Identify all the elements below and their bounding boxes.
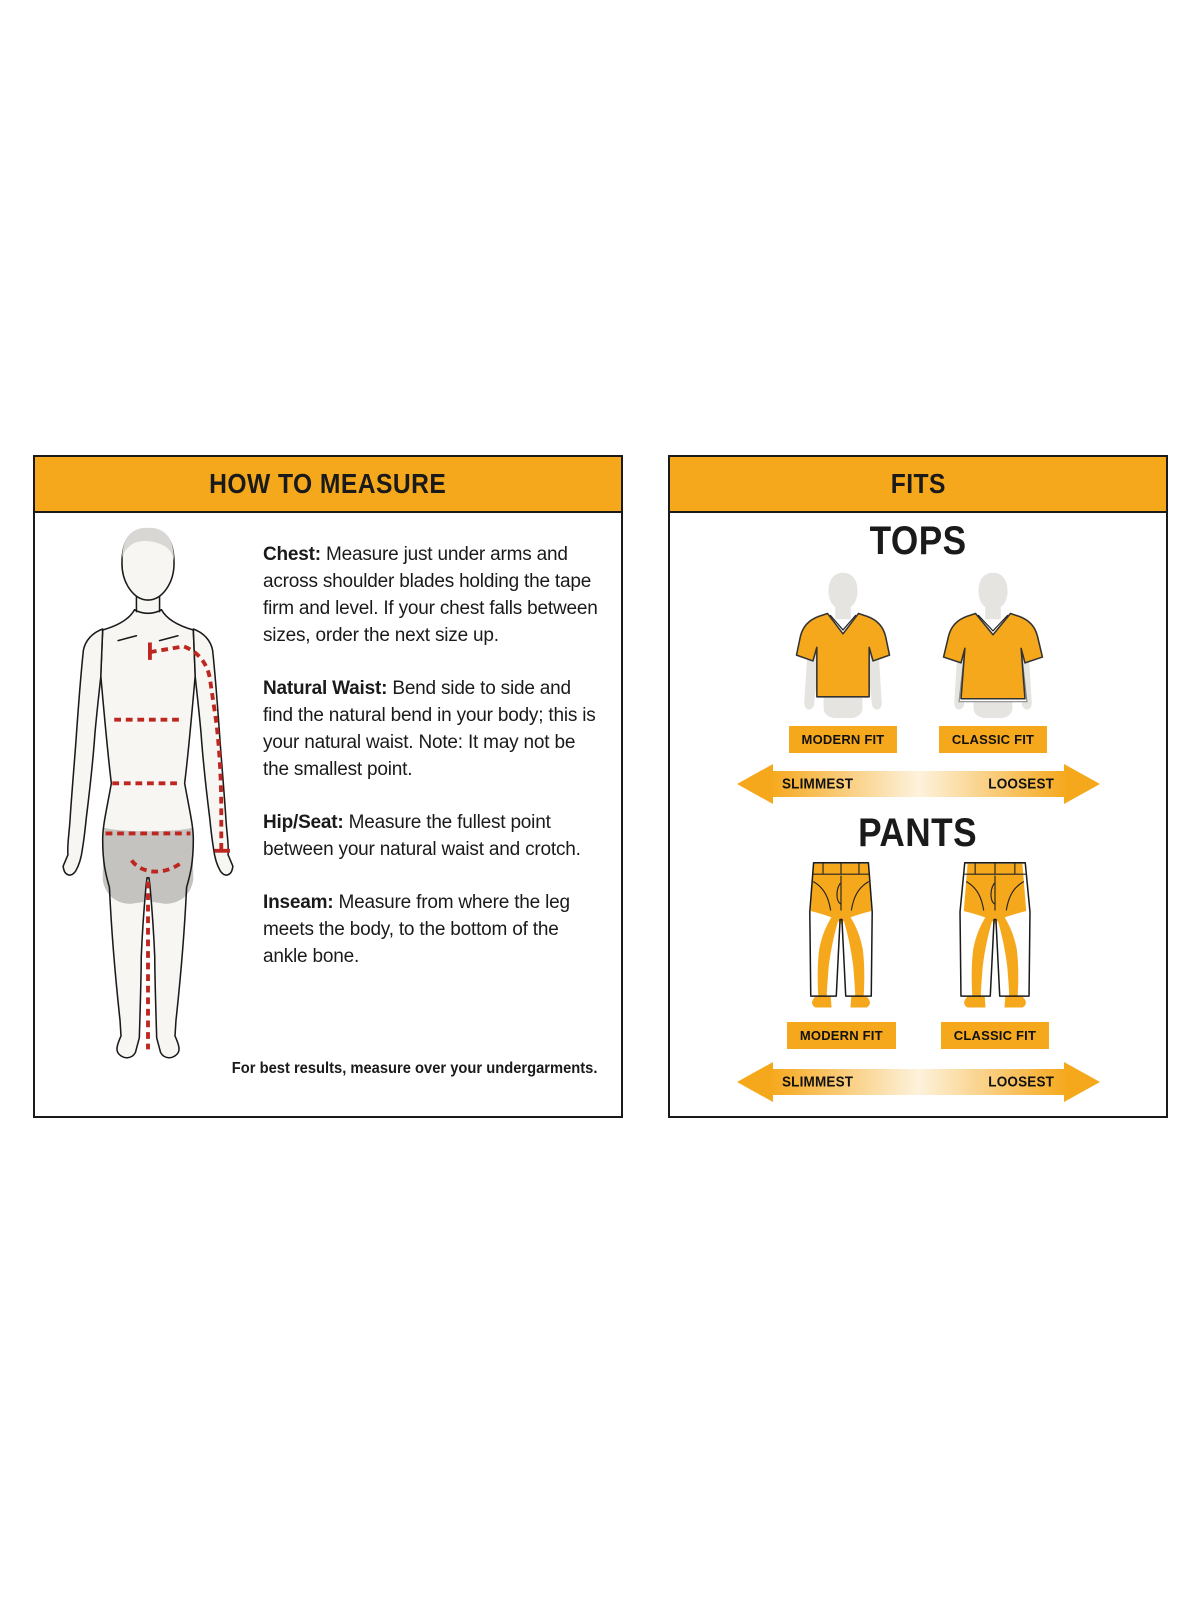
fits-title: FITS — [890, 468, 946, 499]
tops-heading: TOPS — [869, 519, 967, 563]
measure-text-hip-seat: Measure the fullest point between your n… — [263, 812, 581, 860]
pants-classic-fit-label: CLASSIC FIT — [940, 1022, 1050, 1049]
pants-fit-scale-arrow-icon — [736, 1062, 1100, 1102]
fits-header: FITS — [670, 457, 1166, 513]
fits-body: TOPS MODERN FIT — [670, 513, 1166, 1105]
tops-fit-scale-arrow-icon — [736, 764, 1100, 804]
pants-modern-fit-figure: MODERN FIT — [786, 857, 896, 1049]
measure-section-chest: Chest: Measure just under arms and acros… — [263, 541, 601, 649]
how-to-measure-panel: HOW TO MEASURE — [33, 455, 623, 1118]
tops-modern-fit-label: MODERN FIT — [788, 726, 898, 753]
how-to-measure-title: HOW TO MEASURE — [209, 468, 447, 499]
measure-instructions: Chest: Measure just under arms and acros… — [263, 541, 601, 996]
tops-scale-slimmest-label: SLIMMEST — [781, 775, 853, 793]
tops-classic-fit-figure: CLASSIC FIT — [925, 565, 1061, 753]
tops-fit-scale: SLIMMEST LOOSEST — [736, 761, 1101, 807]
pants-fit-scale: SLIMMEST LOOSEST — [736, 1059, 1101, 1105]
tshirt-classic-fit-icon — [942, 572, 1044, 719]
pants-scale-loosest-label: LOOSEST — [988, 1073, 1055, 1091]
tops-scale-loosest-label: LOOSEST — [988, 775, 1055, 793]
measure-text-inseam: Measure from where the leg meets the bod… — [263, 892, 570, 967]
measure-term-hip-seat: Hip/Seat: — [263, 812, 344, 833]
tops-figures-row: MODERN FIT CLASSIC FIT — [775, 565, 1061, 753]
measure-text-natural-waist: Bend side to side and find the natural b… — [263, 678, 596, 780]
measure-footnote: For best results, measure over your unde… — [231, 1060, 597, 1077]
measure-text-chest: Measure just under arms and across shoul… — [263, 544, 598, 646]
pants-modern-fit-label: MODERN FIT — [786, 1022, 896, 1049]
measurement-man-icon — [62, 527, 234, 1059]
tshirt-modern-fit-icon — [795, 572, 891, 719]
pants-classic-fit-icon — [959, 862, 1031, 1008]
pants-classic-fit-figure: CLASSIC FIT — [940, 857, 1050, 1049]
pants-scale-slimmest-label: SLIMMEST — [781, 1073, 853, 1091]
measure-section-inseam: Inseam: Measure from where the leg meets… — [263, 889, 601, 970]
pants-heading: PANTS — [858, 811, 978, 855]
measure-term-natural-waist: Natural Waist: — [263, 678, 388, 699]
tops-classic-fit-label: CLASSIC FIT — [938, 726, 1048, 753]
measure-term-chest: Chest: — [263, 544, 321, 565]
pants-figures-row: MODERN FIT CLASSIC FIT — [786, 857, 1050, 1049]
fits-panel: FITS TOPS MODERN FIT — [668, 455, 1168, 1118]
measure-section-hip-seat: Hip/Seat: Measure the fullest point betw… — [263, 809, 601, 863]
measure-term-inseam: Inseam: — [263, 892, 334, 913]
tops-modern-fit-figure: MODERN FIT — [775, 565, 911, 753]
how-to-measure-header: HOW TO MEASURE — [35, 457, 621, 513]
pants-modern-fit-icon — [809, 862, 874, 1008]
measure-section-natural-waist: Natural Waist: Bend side to side and fin… — [263, 675, 601, 783]
